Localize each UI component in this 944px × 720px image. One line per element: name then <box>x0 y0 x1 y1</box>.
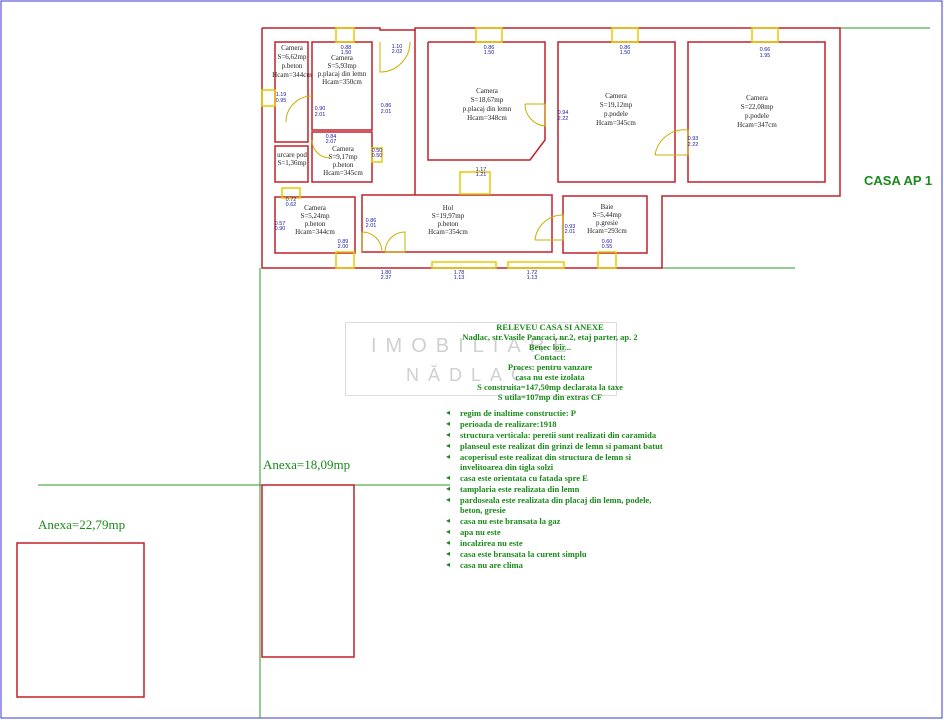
notes-useful-area: S utila=107mp din extras CF <box>497 392 603 403</box>
site-lines <box>38 27 930 718</box>
list-item: casa nu are clima <box>446 560 670 570</box>
list-item: casa este bransata la curent simplu <box>446 549 670 559</box>
notes-contact: Contact: <box>534 352 566 363</box>
list-item: pardoseala este realizata din placaj din… <box>446 495 670 515</box>
annex-1-label: Anexa=18,09mp <box>263 457 351 472</box>
list-item: casa nu este bransata la gaz <box>446 516 670 526</box>
list-item: regim de inaltime constructie: P <box>446 408 670 418</box>
survey-notes: RELEVEU CASA SI ANEXE Nadlac, str.Vasile… <box>430 322 670 571</box>
list-item: structura verticala: peretii sunt realiz… <box>446 430 670 440</box>
list-item: planseul este realizat din grinzi de lem… <box>446 441 670 451</box>
watermark-line2: NĂDLAC <box>406 365 534 385</box>
notes-purpose: Proces: pentru vanzare <box>507 362 593 373</box>
list-item: perioada de realizare:1918 <box>446 419 670 429</box>
watermark-line1: IMOBILIARE <box>371 335 576 357</box>
annex-2-label: Anexa=22,79mp <box>38 517 126 532</box>
notes-header: RELEVEU CASA SI ANEXE Nadlac, str.Vasile… <box>430 322 670 402</box>
annex-2 <box>16 542 145 698</box>
list-item: acoperisul este realizat din structura d… <box>446 452 670 472</box>
notes-owner: Benec loir... <box>528 342 572 353</box>
notes-built-area: S construita=147,50mp declarata la taxe <box>477 382 623 393</box>
annex-1 <box>261 484 355 658</box>
list-item: apa nu este <box>446 527 670 537</box>
windows <box>261 27 779 269</box>
notes-insulation: casa nu este izolata <box>515 372 585 383</box>
list-item: tamplaria este realizata din lemn <box>446 484 670 494</box>
notes-address: Nadlac, str.Vasile Pancaci, nr.2, etaj p… <box>462 332 638 343</box>
watermark: IMOBILIARE NĂDLAC <box>345 322 617 396</box>
doors <box>285 41 689 253</box>
casa-ap-label: CASA AP 1 <box>864 173 933 188</box>
list-item: incalzirea nu este <box>446 538 670 548</box>
notes-list: regim de inaltime constructie: P perioad… <box>430 408 670 570</box>
notes-title: RELEVEU CASA SI ANEXE <box>496 322 604 332</box>
list-item: casa este orientata cu fatada spre E <box>446 473 670 483</box>
